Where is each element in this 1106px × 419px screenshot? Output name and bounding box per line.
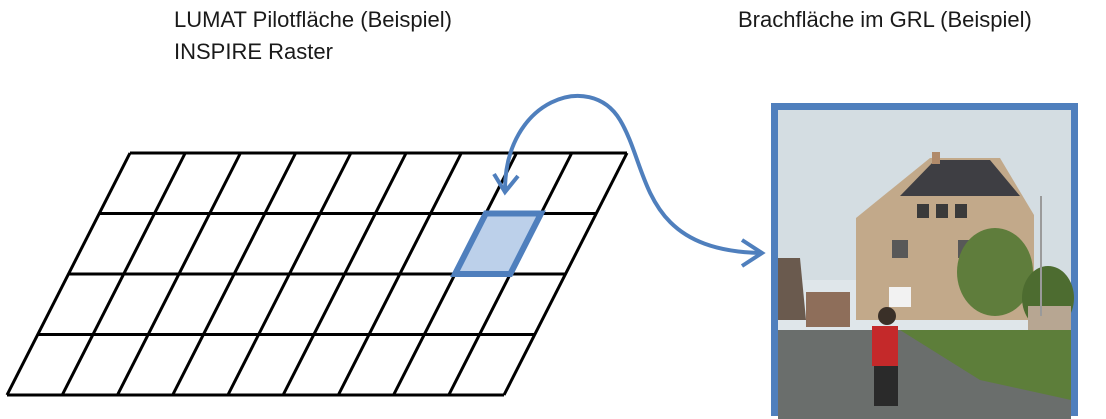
pilot-area-caption-line1: LUMAT Pilotfläche (Beispiel) [174,7,452,32]
inspire-raster-grid [5,151,629,397]
brownfield-photo [771,103,1078,419]
arrowhead-photo-icon [740,238,766,268]
grid-column-line [60,152,187,396]
grid-column-line [502,152,629,396]
grid-column-line [171,152,298,396]
pilot-area-caption-line2: INSPIRE Raster [174,39,333,64]
grid-column-line [226,152,353,396]
brownfield-caption: Brachfläche im GRL (Beispiel) [738,7,1032,32]
grid-column-line [116,152,242,396]
grid-column-line [336,152,463,396]
pilot-area-caption: LUMAT Pilotfläche (Beispiel) INSPIRE Ras… [174,4,452,68]
link-arrow [503,93,761,255]
grid-column-line [281,152,408,396]
grid-column-line [5,152,132,396]
highlighted-grid-cell [450,210,546,277]
arrowhead-grid-icon [492,172,520,196]
